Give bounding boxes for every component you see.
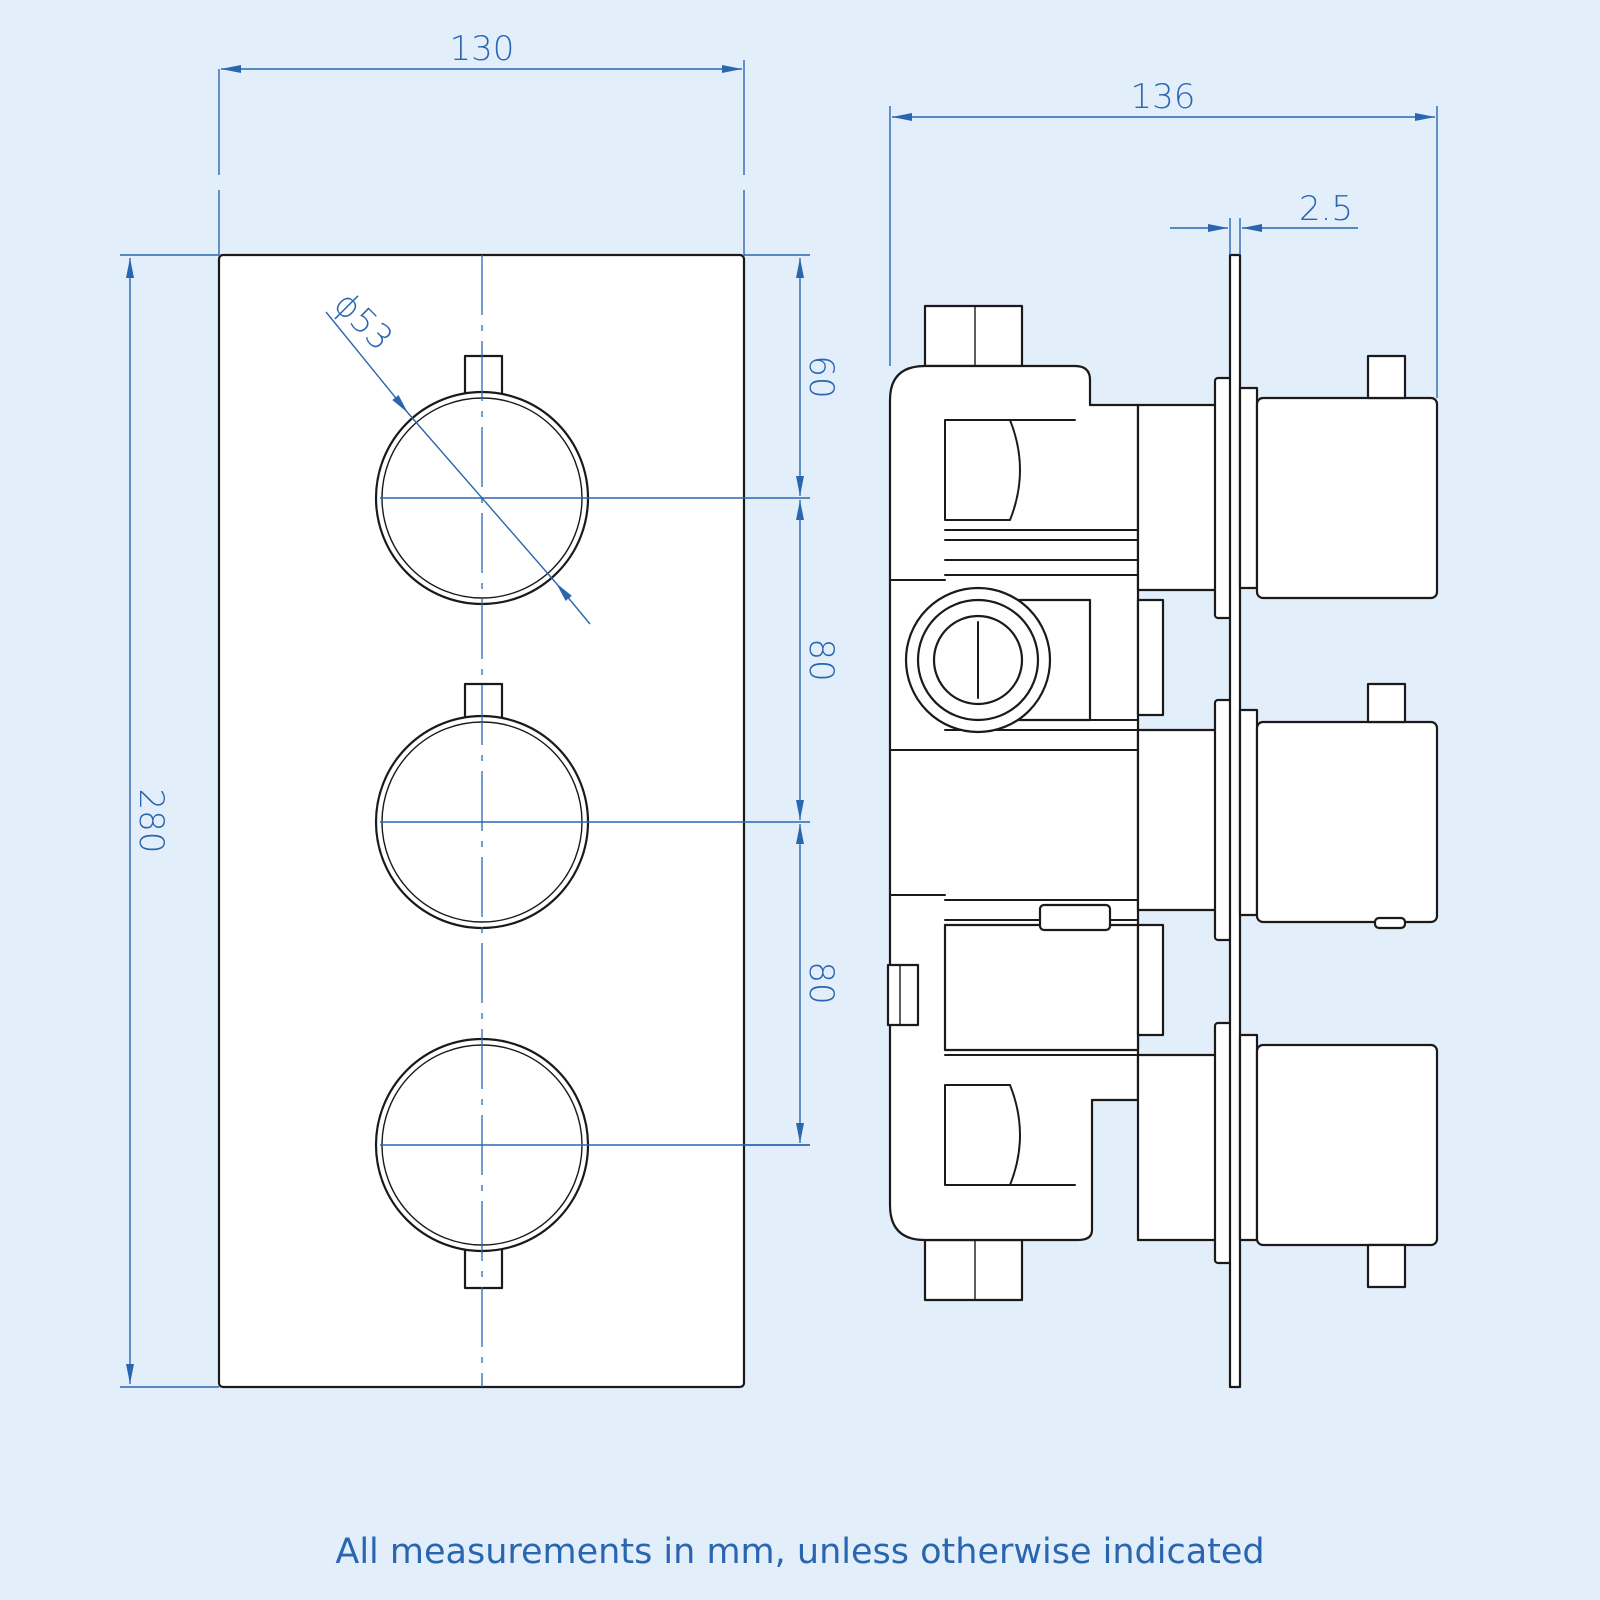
front-view: ϕ53 <box>217 253 810 1389</box>
middle-housing <box>943 923 1140 1052</box>
knob-spacing-dimension: 60 80 80 <box>744 254 841 1146</box>
side-knob-middle <box>1238 682 1439 930</box>
valve-body <box>888 364 1140 1242</box>
plate-thickness-dimension: 2.5 <box>1170 189 1358 255</box>
upper-spacing-label: 80 <box>801 638 841 681</box>
body-depth-dimension: 136 <box>889 77 1438 398</box>
plate-height-dimension: 280 <box>120 254 219 1388</box>
plate-height-label: 280 <box>131 789 171 854</box>
plate-width-dimension: 130 <box>218 29 745 255</box>
measurement-note: All measurements in mm, unless otherwise… <box>335 1532 1265 1572</box>
side-port <box>904 586 1165 734</box>
cartridge-bottom <box>1136 1053 1222 1242</box>
lower-spacing-label: 80 <box>801 961 841 1004</box>
side-nub <box>886 963 920 1027</box>
body-depth-label: 136 <box>1131 77 1196 117</box>
top-pipe-inlet <box>923 304 1024 368</box>
wall-plate-edge <box>1228 253 1242 1389</box>
knob-handle-middle <box>463 682 504 722</box>
knob-handle-top <box>463 354 504 400</box>
side-view <box>886 253 1439 1389</box>
side-knob-bottom <box>1238 1033 1439 1289</box>
cartridge-top <box>1136 403 1222 592</box>
knob-handle-bottom <box>463 1246 504 1290</box>
cartridge-middle <box>1136 728 1222 912</box>
plate-width-label: 130 <box>450 29 515 69</box>
side-knob-top <box>1238 354 1439 600</box>
top-offset-label: 60 <box>801 355 841 398</box>
plate-thickness-label: 2.5 <box>1299 189 1353 229</box>
bottom-pipe-outlet <box>923 1238 1024 1302</box>
